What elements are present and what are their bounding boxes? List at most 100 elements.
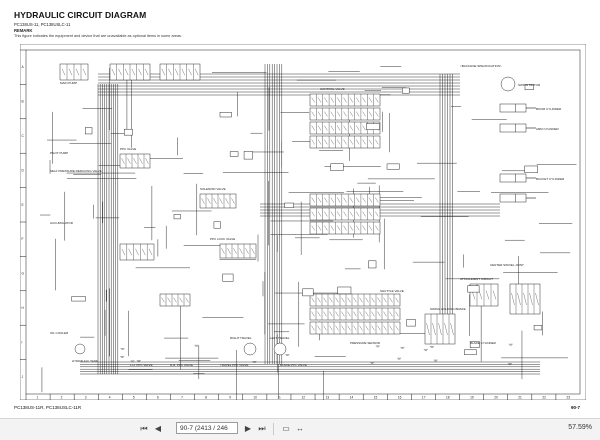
flow-arrow [365, 311, 369, 317]
flow-arrow [389, 325, 393, 331]
attachment-circuit-label: ATTACHMENT CIRCUIT [460, 277, 493, 281]
small-component [213, 221, 221, 229]
flow-arrow [353, 325, 357, 331]
flow-arrow [161, 68, 165, 76]
fit-page-icon[interactable]: ▭ [282, 424, 290, 433]
flow-arrow [341, 297, 345, 303]
flow-arrow [317, 139, 322, 145]
small-component [229, 151, 239, 157]
flow-arrow [343, 111, 347, 117]
flow-arrow [221, 248, 225, 254]
first-page-icon[interactable]: ⏮ [140, 424, 148, 433]
small-component [402, 87, 410, 94]
flow-arrow [311, 325, 315, 331]
grid-row-label: A [22, 65, 25, 69]
flow-arrow [337, 211, 341, 217]
flow-arrow [517, 292, 521, 306]
grid-row-label: F [22, 237, 24, 241]
hydraulic-tank [74, 343, 86, 355]
footer-model: PC138US-11R, PC138USLC-11R [14, 405, 82, 410]
flow-arrow [368, 225, 373, 231]
flow-arrow [188, 68, 192, 76]
flow-arrow [535, 292, 539, 306]
shuttle-valve-label: SHUTTLE VALVE [380, 289, 404, 293]
flow-arrow [138, 68, 142, 76]
flow-arrow [311, 211, 315, 217]
small-component [533, 325, 543, 331]
flow-arrow [368, 197, 373, 203]
grid-row-label: J [22, 375, 24, 379]
grid-column-label: 19 [470, 396, 474, 400]
fit-width-icon[interactable]: ↔ [296, 424, 304, 433]
flow-arrow [375, 225, 379, 231]
flow-arrow [511, 292, 515, 306]
flow-arrow [438, 322, 442, 336]
grid-column-label: 9 [229, 396, 231, 400]
flow-arrow [523, 292, 527, 306]
flow-arrow [225, 198, 229, 204]
grid-row-label: I [22, 340, 23, 344]
flow-arrow [375, 197, 379, 203]
grid-column-label: 1 [37, 396, 39, 400]
tank-symbol [285, 354, 290, 356]
page-number-input[interactable]: 90-7 (2413 / 246 [176, 422, 238, 434]
flow-arrow [356, 225, 360, 231]
flow-arrow [133, 158, 137, 164]
flow-arrow [324, 111, 328, 117]
tank-symbol [375, 345, 380, 348]
flow-arrow [341, 311, 345, 317]
zoom-level[interactable]: 57.59% [568, 424, 592, 431]
next-page-icon[interactable]: ▶ [244, 424, 252, 433]
flow-arrow [324, 211, 328, 217]
travel-motor [243, 342, 257, 356]
tank-symbol [252, 361, 257, 363]
flow-arrow [128, 248, 132, 256]
footer-page-number: 90-7 [570, 405, 580, 410]
arm-cylinder [499, 193, 527, 203]
flow-arrow [317, 211, 322, 217]
small-component [284, 202, 294, 208]
flow-arrow [61, 68, 66, 76]
flow-arrow [145, 68, 149, 76]
grid-column-label: 16 [398, 396, 402, 400]
grid-column-label: 15 [374, 396, 378, 400]
flow-arrow [185, 297, 189, 303]
flow-arrow [356, 139, 360, 145]
small-component [524, 165, 538, 173]
flow-arrow [311, 197, 315, 203]
flow-arrow [111, 68, 115, 76]
grid-column-label: 13 [326, 396, 330, 400]
hydraulic-tank-label: HYDRAULIC TANK [72, 359, 98, 363]
flow-arrow [349, 111, 353, 117]
flow-arrow [375, 97, 379, 103]
pilot-pump-label: PILOT PUMP [50, 151, 68, 155]
flow-arrow [118, 68, 122, 76]
small-component [219, 112, 232, 118]
grid-column-label: 2 [61, 396, 63, 400]
flow-arrow [168, 68, 172, 76]
flow-arrow [329, 325, 333, 331]
flow-arrow [239, 248, 243, 254]
flow-arrow [335, 297, 339, 303]
flow-arrow [450, 322, 454, 336]
flow-arrow [324, 97, 328, 103]
tank-symbol [400, 347, 405, 349]
flow-arrow [362, 139, 366, 145]
small-component [469, 341, 480, 348]
tank-symbol [433, 359, 438, 362]
flow-arrow [181, 68, 185, 76]
flow-arrow [347, 325, 351, 331]
tank-symbol [429, 346, 434, 348]
last-page-icon[interactable]: ⏭ [258, 424, 266, 433]
flow-arrow [337, 97, 341, 103]
previous-page-icon[interactable]: ◀ [154, 424, 162, 433]
flow-arrow [377, 311, 381, 317]
flow-arrow [426, 322, 430, 336]
flow-arrow [227, 248, 231, 254]
grid-row-label: E [22, 203, 24, 207]
grid-row-label: B [22, 100, 24, 104]
small-component [243, 151, 253, 160]
bucket-cylinder-label: BUCKET CYLINDER [536, 177, 565, 181]
tank-symbol [120, 348, 125, 350]
